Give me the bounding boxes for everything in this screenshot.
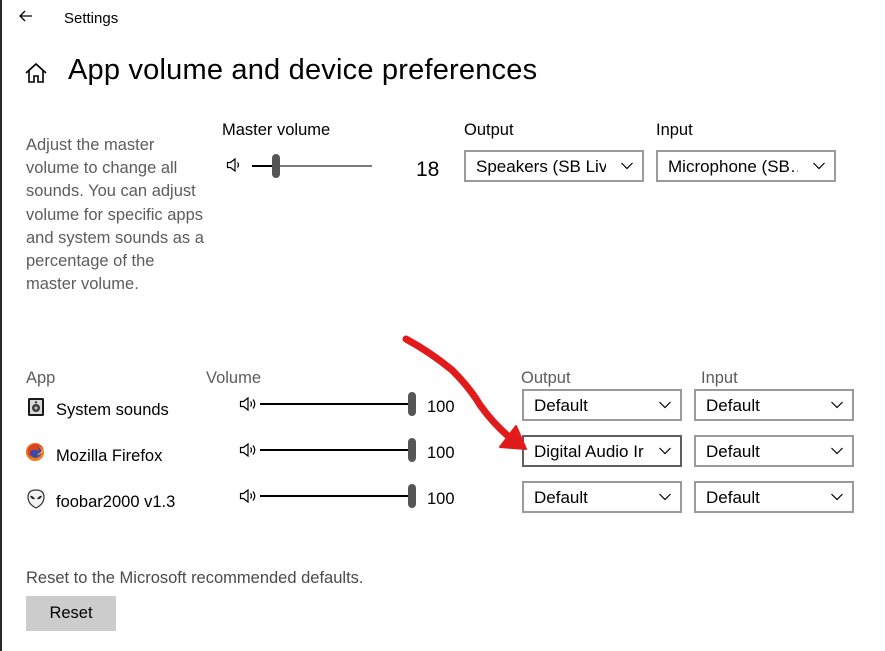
window-title: Settings — [64, 10, 119, 27]
master-slider-track — [276, 165, 372, 167]
app-row: foobar2000 v1.3 100 Default Default — [0, 479, 885, 519]
app-name: Mozilla Firefox — [56, 447, 163, 465]
app-output-value: Default — [534, 488, 588, 507]
chevron-down-icon — [831, 401, 843, 409]
app-slider-fill — [260, 495, 410, 497]
master-output-dropdown[interactable]: Speakers (SB Liv… — [464, 150, 644, 182]
chevron-down-icon — [659, 493, 671, 501]
app-input-value: Default — [706, 396, 760, 415]
foobar2000-icon — [26, 489, 46, 514]
firefox-icon — [25, 442, 45, 467]
app-input-dropdown[interactable]: Default — [694, 435, 854, 467]
master-volume-label: Master volume — [222, 121, 331, 139]
master-input-label: Input — [656, 121, 693, 139]
app-row: Mozilla Firefox 100 Digital Audio Ir Def… — [0, 433, 885, 473]
home-icon — [25, 62, 47, 83]
app-output-value: Digital Audio Ir — [534, 442, 644, 461]
master-output-label: Output — [464, 121, 514, 139]
master-volume-slider[interactable] — [252, 154, 372, 178]
app-output-dropdown[interactable]: Default — [522, 481, 682, 513]
chevron-down-icon — [831, 493, 843, 501]
app-speaker-button[interactable] — [239, 396, 259, 417]
master-volume-description: Adjust the master volume to change all s… — [26, 136, 204, 294]
master-output-value: Speakers (SB Liv… — [476, 157, 625, 176]
app-speaker-button[interactable] — [239, 488, 259, 509]
speaker-icon — [226, 157, 240, 173]
app-slider-thumb[interactable] — [408, 438, 416, 462]
app-output-value: Default — [534, 396, 588, 415]
back-arrow-icon — [19, 10, 32, 22]
app-volume-slider[interactable] — [260, 392, 416, 416]
master-volume-value: 18 — [416, 158, 440, 181]
app-volume-slider[interactable] — [260, 484, 416, 508]
app-slider-thumb[interactable] — [408, 392, 416, 416]
volume-column-header: Volume — [206, 369, 262, 387]
system-sounds-icon — [26, 397, 46, 422]
app-input-dropdown[interactable]: Default — [694, 389, 854, 421]
input-column-header: Input — [701, 369, 738, 387]
speaker-icon — [239, 396, 256, 412]
app-volume-value: 100 — [427, 490, 455, 508]
app-slider-fill — [260, 403, 410, 405]
app-name: System sounds — [56, 401, 169, 419]
app-slider-fill — [260, 449, 410, 451]
output-column-header: Output — [521, 369, 571, 387]
home-button[interactable] — [23, 60, 49, 86]
app-slider-thumb[interactable] — [408, 484, 416, 508]
window-left-border — [0, 0, 2, 651]
app-output-dropdown[interactable]: Default — [522, 389, 682, 421]
master-slider-thumb[interactable] — [272, 154, 280, 178]
app-column-header: App — [26, 369, 56, 387]
app-input-value: Default — [706, 488, 760, 507]
speaker-icon — [239, 442, 256, 458]
app-input-value: Default — [706, 442, 760, 461]
chevron-down-icon — [621, 162, 633, 170]
page-title: App volume and device preferences — [68, 54, 538, 86]
master-speaker-button[interactable] — [226, 157, 244, 178]
app-volume-value: 100 — [427, 398, 455, 416]
master-input-dropdown[interactable]: Microphone (SB… — [656, 150, 836, 182]
app-name: foobar2000 v1.3 — [56, 493, 176, 511]
app-speaker-button[interactable] — [239, 442, 259, 463]
app-volume-value: 100 — [427, 444, 455, 462]
combo-chevron-area — [650, 437, 680, 465]
app-volume-slider[interactable] — [260, 438, 416, 462]
app-input-dropdown[interactable]: Default — [694, 481, 854, 513]
chevron-down-icon — [659, 447, 671, 455]
app-output-dropdown[interactable]: Digital Audio Ir — [522, 435, 682, 467]
master-slider-fill — [252, 165, 276, 167]
chevron-down-icon — [831, 447, 843, 455]
back-button[interactable] — [14, 4, 38, 28]
reset-button[interactable]: Reset — [26, 596, 116, 631]
master-input-value: Microphone (SB… — [668, 157, 807, 176]
app-row: System sounds 100 Default Default — [0, 387, 885, 427]
reset-description: Reset to the Microsoft recommended defau… — [26, 569, 364, 587]
chevron-down-icon — [659, 401, 671, 409]
speaker-icon — [239, 488, 256, 504]
chevron-down-icon — [813, 162, 825, 170]
